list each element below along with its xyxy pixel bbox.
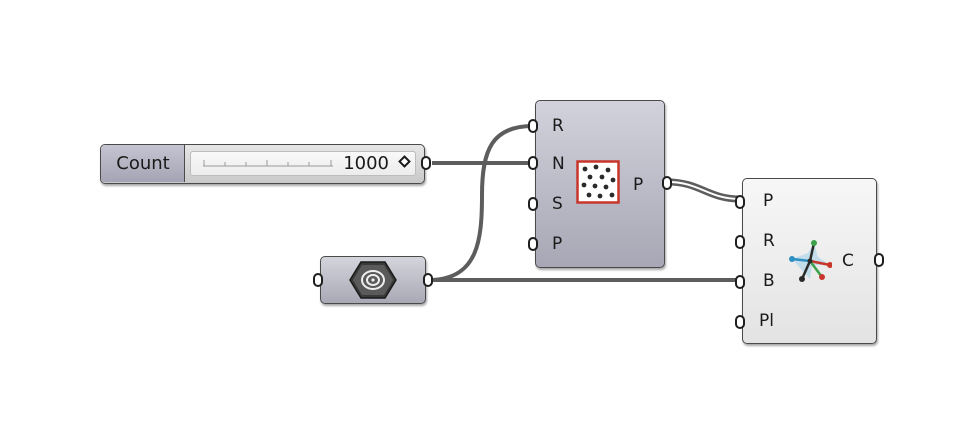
- slider-output-port[interactable]: [421, 156, 431, 170]
- slider-name-box[interactable]: Count: [101, 145, 185, 182]
- solver-input-port-pl[interactable]: [735, 315, 745, 329]
- solver-input-label-r: R: [763, 231, 775, 251]
- populate-input-label-p: P: [552, 234, 563, 254]
- seed-output-port[interactable]: [423, 273, 433, 287]
- slider-value: 1000: [343, 153, 389, 174]
- geometry-param-icon: [349, 261, 397, 299]
- solver-input-label-b: B: [763, 271, 775, 291]
- slider-grip-icon[interactable]: [398, 155, 411, 168]
- voronoi-solver-icon: [789, 240, 832, 282]
- slider-ticks: [203, 160, 333, 167]
- populate-component[interactable]: R N S P P: [528, 100, 672, 268]
- solver-input-port-p[interactable]: [735, 195, 745, 209]
- voronoi-solver-component[interactable]: P R B Pl C: [735, 178, 884, 344]
- solver-output-label-c: C: [842, 251, 854, 271]
- seed-input-port[interactable]: [313, 273, 323, 287]
- populate-input-port-n[interactable]: [528, 156, 538, 170]
- wire-seed-to-r[interactable]: [431, 124, 534, 282]
- geometry-param[interactable]: [313, 256, 433, 304]
- solver-input-label-pl: Pl: [759, 311, 774, 331]
- solver-input-label-p: P: [763, 191, 774, 211]
- populate-input-label-n: N: [552, 154, 565, 174]
- slider-name: Count: [116, 153, 170, 174]
- populate-input-port-s[interactable]: [528, 197, 538, 211]
- populate-input-label-r: R: [552, 116, 564, 136]
- wire-populate-to-solver-center: [667, 181, 741, 200]
- populate-points-icon: [576, 160, 620, 204]
- solver-input-port-b[interactable]: [735, 275, 745, 289]
- solver-input-port-r[interactable]: [735, 235, 745, 249]
- count-slider[interactable]: Count 1000: [100, 144, 431, 184]
- populate-input-port-p[interactable]: [528, 237, 538, 251]
- populate-output-label-p: P: [633, 175, 644, 195]
- solver-output-port-c[interactable]: [874, 253, 884, 267]
- populate-output-port-p[interactable]: [662, 176, 672, 190]
- populate-input-port-r[interactable]: [528, 119, 538, 133]
- wire-populate-to-solver[interactable]: [667, 178, 741, 203]
- slider-track[interactable]: 1000: [190, 151, 416, 176]
- populate-input-label-s: S: [552, 194, 563, 214]
